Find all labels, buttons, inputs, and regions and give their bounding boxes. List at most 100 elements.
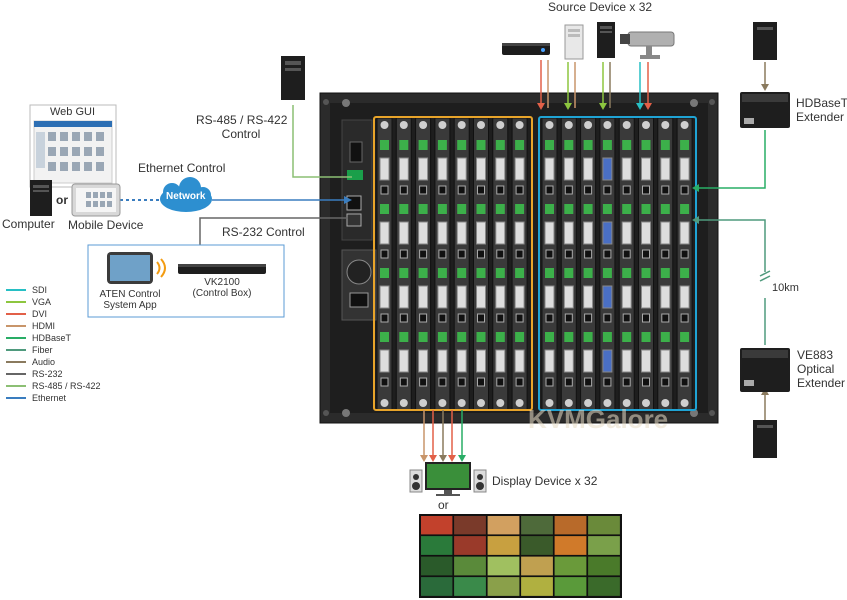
card-screw <box>680 399 689 407</box>
terminal-block <box>437 332 447 342</box>
terminal-block <box>660 268 670 278</box>
terminal-block <box>622 204 632 214</box>
card-screw <box>380 399 389 407</box>
computer-label: Computer <box>2 217 55 231</box>
legend-swatch <box>6 361 26 363</box>
legend-label: RS-232 <box>32 369 63 379</box>
video-port <box>495 157 506 181</box>
video-wall-tile <box>519 575 555 598</box>
video-port <box>583 285 594 309</box>
video-port <box>621 349 632 373</box>
audio-port <box>622 185 631 195</box>
video-wall-tile <box>586 575 622 598</box>
video-port <box>621 285 632 309</box>
terminal-block <box>583 140 593 150</box>
terminal-block <box>380 332 389 342</box>
video-port <box>418 221 429 245</box>
video-wall-tile <box>419 555 454 577</box>
video-port <box>398 349 409 373</box>
ve883-label-line2: Optical <box>797 362 835 376</box>
gui-tile <box>96 132 104 141</box>
audio-port <box>399 377 408 387</box>
terminal-block <box>399 204 409 214</box>
video-wall-tile <box>553 575 588 598</box>
arrow-heads <box>344 84 769 462</box>
mobile-tile <box>100 201 105 207</box>
legend-item: SDI <box>6 285 47 295</box>
watermark-logo: KVMGalore <box>528 404 668 434</box>
card-screw <box>515 399 524 407</box>
video-port <box>456 221 467 245</box>
card-screw <box>477 121 485 129</box>
card-screw <box>603 399 612 407</box>
terminal-block <box>515 140 525 150</box>
legend-item: HDBaseT <box>6 333 71 343</box>
video-port <box>679 349 690 373</box>
card-screw <box>584 121 593 129</box>
card-screw <box>496 399 505 407</box>
terminal-block <box>545 140 554 150</box>
output-card-frame <box>538 116 697 411</box>
audio-port <box>545 249 554 259</box>
legend-swatch <box>6 313 26 315</box>
terminal-block <box>437 268 447 278</box>
terminal-block <box>380 140 389 150</box>
video-wall-tile <box>452 575 488 598</box>
video-port <box>583 221 594 245</box>
terminal-block <box>602 268 612 278</box>
video-port <box>456 349 467 373</box>
terminal-block <box>602 332 612 342</box>
video-port <box>514 349 525 373</box>
video-port <box>495 221 506 245</box>
card-screw <box>477 399 485 407</box>
terminal-block <box>622 268 632 278</box>
hdbaset-label-line2: Extender <box>796 110 845 124</box>
video-port <box>495 349 506 373</box>
terminal-block <box>418 268 428 278</box>
card-screw <box>622 399 631 407</box>
legend-label: Audio <box>32 357 56 367</box>
terminal-block <box>380 204 389 214</box>
video-port <box>563 285 574 309</box>
video-wall-tile <box>419 575 454 598</box>
gui-tile <box>72 132 80 141</box>
video-wall-tile <box>452 534 488 557</box>
video-port <box>583 349 594 373</box>
mobile-tile <box>107 201 112 207</box>
terminal-block <box>680 140 690 150</box>
video-port <box>476 157 486 181</box>
card-screw <box>680 121 689 129</box>
legend-item: DVI <box>6 309 47 319</box>
terminal-block <box>515 204 525 214</box>
video-port <box>544 285 555 309</box>
vk2100-label-line2: (Control Box) <box>192 288 252 299</box>
video-wall-tile <box>519 555 555 577</box>
vk2100-label: VK2100 (Control Box) <box>184 277 260 299</box>
terminal-block <box>399 140 409 150</box>
gui-tile <box>96 147 104 156</box>
audio-port <box>603 185 612 195</box>
terminal-block <box>564 140 574 150</box>
audio-port <box>680 249 689 259</box>
ethernet-control-label: Ethernet Control <box>138 161 226 175</box>
app-label: ATEN Control System App <box>94 289 166 311</box>
video-port <box>495 285 506 309</box>
rs485-pc-icon <box>281 56 305 100</box>
security-camera-icon <box>620 31 675 59</box>
video-port <box>514 285 525 309</box>
card-screw <box>545 399 554 407</box>
mobile-tile <box>100 192 105 198</box>
terminal-block <box>660 332 670 342</box>
video-port <box>544 157 555 181</box>
terminal-block <box>457 268 467 278</box>
legend-item: HDMI <box>6 321 55 331</box>
video-wall-tile <box>486 534 521 557</box>
legend-swatch <box>6 289 26 291</box>
legend-label: SDI <box>32 285 48 295</box>
video-port <box>641 285 651 309</box>
legend-item: RS-232 <box>6 369 63 379</box>
rs485-label-line1: RS-485 / RS-422 <box>196 113 288 127</box>
network-cloud-icon <box>160 177 212 212</box>
legend-label: HDBaseT <box>32 333 72 343</box>
